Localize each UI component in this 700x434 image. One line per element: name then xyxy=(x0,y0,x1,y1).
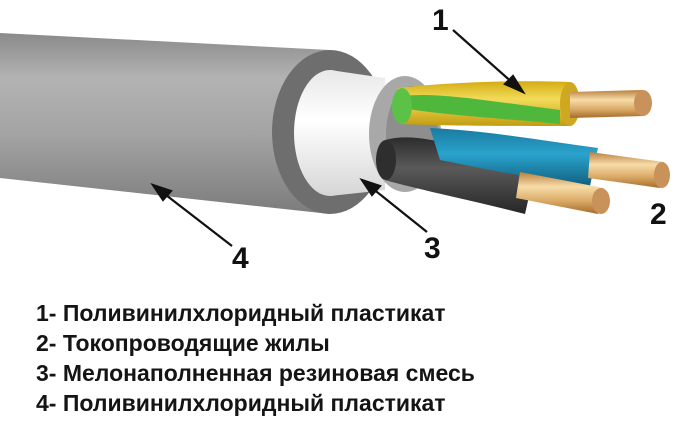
legend-item-1: 1- Поливинилхлоридный пластикат xyxy=(36,300,446,326)
core-yellow-green xyxy=(392,81,580,126)
callout-3: 3 xyxy=(424,232,441,265)
callout-arrows xyxy=(150,29,526,247)
core-black xyxy=(376,137,535,214)
legend: 1- Поливинилхлоридный пластикат 2- Токоп… xyxy=(36,298,475,418)
callout-1: 1 xyxy=(432,4,449,37)
filler-layer xyxy=(294,70,385,196)
callout-2: 2 xyxy=(650,198,667,231)
legend-item-4: 4- Поливинилхлоридный пластикат xyxy=(36,390,446,416)
core-blue xyxy=(430,128,598,186)
copper-conductors xyxy=(516,90,670,214)
callout-4: 4 xyxy=(232,242,249,275)
legend-item-2: 2- Токопроводящие жилы xyxy=(36,330,330,356)
cable-illustration xyxy=(0,29,670,247)
legend-item-3: 3- Мелонаполненная резиновая смесь xyxy=(36,360,475,386)
